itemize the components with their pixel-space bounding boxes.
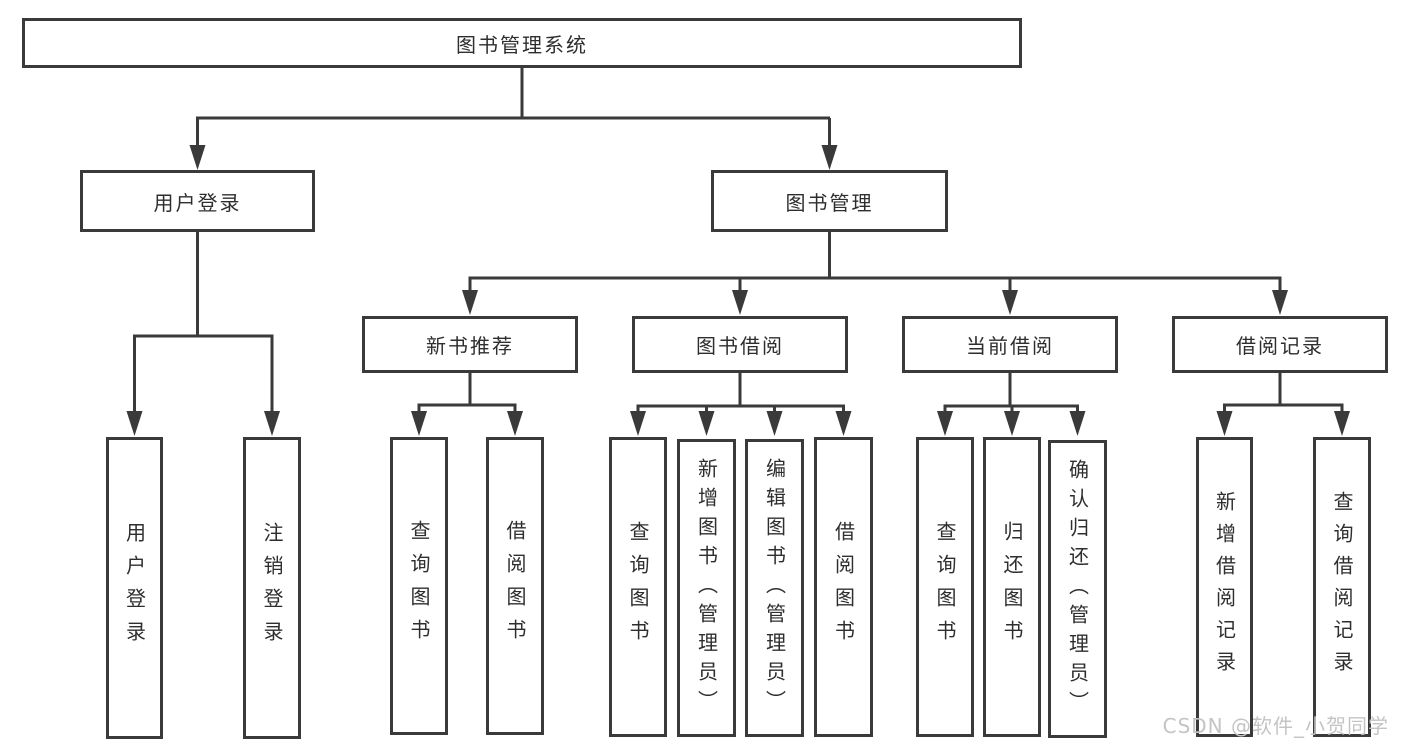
- arrowhead: [732, 290, 748, 315]
- node-label: 用户登录: [122, 522, 147, 654]
- node-label: 确认归还（管理员）: [1065, 458, 1090, 720]
- arrowhead: [835, 411, 852, 436]
- node-label: 用户登录: [153, 190, 242, 215]
- arrowhead: [937, 411, 953, 436]
- node-label: 查询借阅记录: [1330, 491, 1354, 683]
- arrowhead: [766, 411, 783, 436]
- node-label: 注销登录: [260, 522, 284, 654]
- node-label: 图书借阅: [696, 334, 784, 358]
- node-label: 查询图书: [407, 520, 431, 652]
- leaf-query-books-recommend: 查询图书: [390, 437, 448, 735]
- arrowhead: [1069, 411, 1086, 436]
- arrowhead: [698, 411, 715, 436]
- arrowhead: [462, 290, 478, 315]
- node-label: 编辑图书（管理员）: [762, 457, 787, 719]
- leaf-add-borrow-record: 新增借阅记录: [1196, 437, 1253, 737]
- connector-book-borrow-children: [636, 373, 845, 416]
- node-current-borrowing: 当前借阅: [902, 316, 1118, 373]
- connector-new-book-children: [417, 373, 517, 416]
- arrowhead: [821, 145, 838, 170]
- arrowhead: [1272, 290, 1288, 315]
- node-book-management: 图书管理: [711, 170, 948, 232]
- connector-book-mgmt-children: [468, 232, 1282, 295]
- node-label: 查询图书: [626, 521, 650, 653]
- node-label: 归还图书: [1000, 521, 1024, 653]
- arrowhead: [1004, 411, 1020, 436]
- leaf-confirm-return-admin: 确认归还（管理员）: [1048, 440, 1107, 738]
- connector-borrow-records-children: [1223, 373, 1344, 416]
- node-borrowing-records: 借阅记录: [1172, 316, 1388, 373]
- arrowhead: [1334, 411, 1350, 436]
- arrowhead: [189, 145, 206, 170]
- leaf-borrow-books-recommend: 借阅图书: [486, 437, 544, 735]
- node-label: 借阅记录: [1236, 334, 1324, 358]
- node-label: 当前借阅: [966, 334, 1054, 358]
- leaf-user-login: 用户登录: [106, 437, 163, 739]
- node-label: 查询图书: [933, 521, 957, 653]
- connector-current-borrow-children: [943, 373, 1079, 416]
- arrowhead: [1002, 290, 1018, 315]
- arrowhead: [126, 411, 143, 436]
- leaf-return-book: 归还图书: [983, 437, 1041, 737]
- leaf-borrow-books: 借阅图书: [814, 437, 873, 737]
- node-label: 新增图书（管理员）: [694, 457, 719, 719]
- node-new-book-recommend: 新书推荐: [362, 316, 578, 373]
- leaf-logout: 注销登录: [243, 437, 301, 739]
- node-root-library-system: 图书管理系统: [22, 18, 1022, 68]
- leaf-query-books-borrow: 查询图书: [609, 437, 667, 737]
- connector-user-login-children: [133, 232, 274, 416]
- connector-root-to-level2: [196, 68, 831, 150]
- arrowhead: [264, 411, 280, 436]
- node-label: 图书管理: [785, 190, 874, 215]
- leaf-query-books-current: 查询图书: [916, 437, 974, 737]
- node-book-borrowing: 图书借阅: [632, 316, 848, 373]
- node-label: 新书推荐: [426, 334, 514, 358]
- arrowhead: [1216, 411, 1233, 436]
- node-user-login: 用户登录: [80, 170, 315, 232]
- arrowhead: [630, 411, 646, 436]
- leaf-query-borrow-record: 查询借阅记录: [1313, 437, 1371, 737]
- leaf-edit-book-admin: 编辑图书（管理员）: [745, 439, 804, 737]
- arrowhead: [507, 411, 523, 436]
- node-label: 图书管理系统: [456, 32, 588, 57]
- arrowhead: [411, 411, 427, 436]
- leaf-add-book-admin: 新增图书（管理员）: [677, 439, 736, 737]
- node-label: 借阅图书: [503, 520, 527, 652]
- node-label: 新增借阅记录: [1212, 491, 1237, 683]
- node-label: 借阅图书: [831, 521, 856, 653]
